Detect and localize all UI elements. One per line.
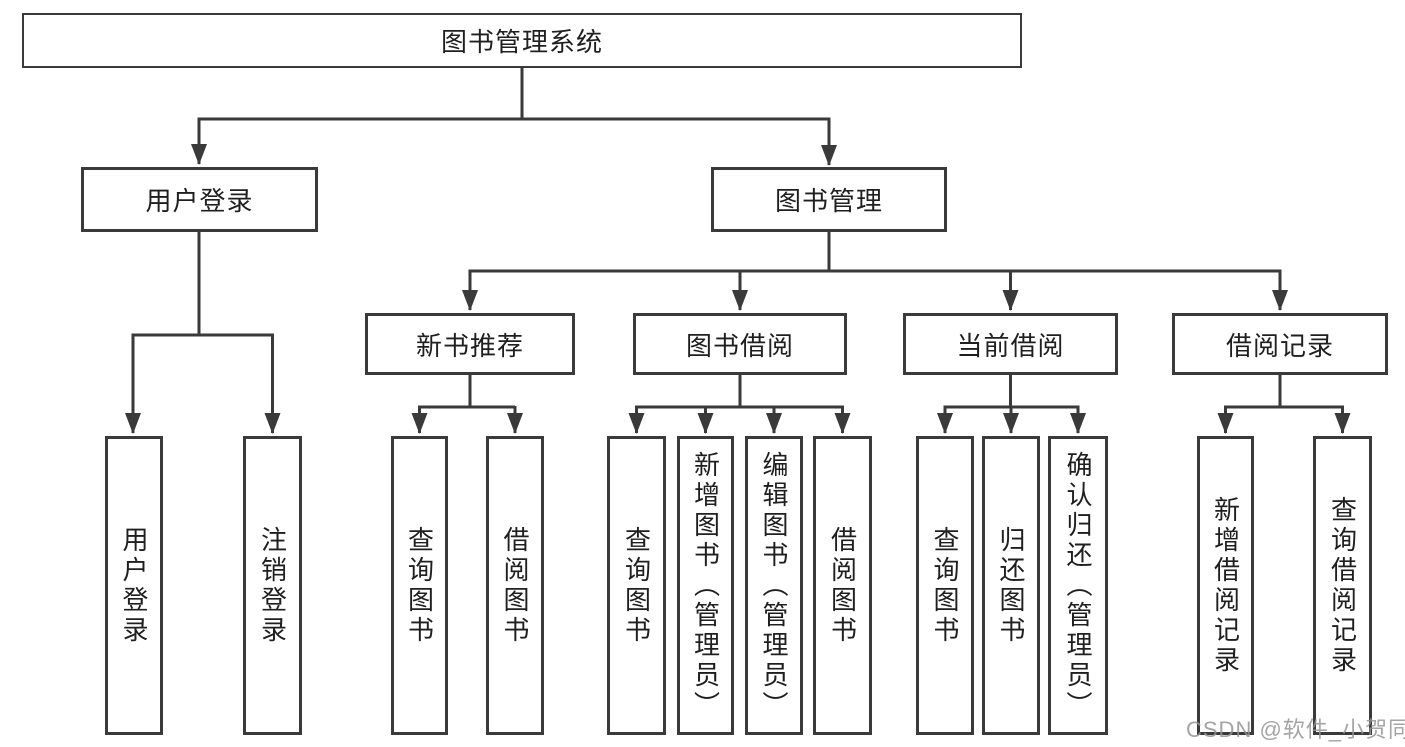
connector-current-borrow-to-leaves [937,375,1086,434]
leaf-user-login: 用户登录 [105,436,163,735]
node-borrowing-records: 借阅记录 [1172,313,1388,375]
node-book-management: 图书管理 [711,167,947,232]
node-label: 借阅图书 [827,525,858,646]
node-label: 用户登录 [145,186,254,216]
leaf-query-books-current: 查询图书 [916,436,974,735]
leaf-add-borrow-record: 新增借阅记录 [1197,436,1254,735]
node-label: 查询图书 [404,525,435,646]
node-label: 查询图书 [621,525,652,646]
node-label: 当前借阅 [956,330,1065,361]
node-label: 确认归还（管理员） [1063,450,1093,721]
connector-book-mgmt-to-level2 [462,232,1288,311]
node-current-borrowing: 当前借阅 [903,313,1118,375]
node-label: 用户登录 [119,525,149,646]
node-label: 编辑图书（管理员） [759,450,789,721]
connector-root-to-level1 [191,68,837,166]
watermark: CSDN @软件_小贺同学 [1186,717,1405,742]
leaf-query-borrow-record: 查询借阅记录 [1313,436,1372,735]
leaf-query-books-recommend: 查询图书 [391,436,448,735]
leaf-query-books-borrow: 查询图书 [607,436,666,735]
node-label: 借阅记录 [1225,330,1334,361]
connector-new-book-rec-to-leaves [411,375,523,434]
node-label: 查询图书 [930,525,960,646]
leaf-confirm-return-admin: 确认归还（管理员） [1048,436,1108,735]
node-library-management-system: 图书管理系统 [22,13,1022,68]
connector-user-login-to-leaves [125,232,281,434]
leaf-borrow-books-borrow: 借阅图书 [813,436,872,735]
node-label: 新书推荐 [415,330,524,361]
leaf-return-books: 归还图书 [982,436,1040,735]
node-label: 注销登录 [257,525,288,646]
node-label: 归还图书 [996,525,1026,646]
node-label: 借阅图书 [500,525,530,646]
leaf-borrow-books-recommend: 借阅图书 [486,436,544,735]
node-label: 查询借阅记录 [1327,495,1358,676]
connector-borrow-records-to-leaves [1217,375,1351,434]
node-book-borrowing: 图书借阅 [633,313,847,375]
leaf-add-books-admin: 新增图书（管理员） [677,436,734,735]
connector-book-borrow-to-leaves [628,375,851,434]
node-new-book-recommend: 新书推荐 [365,313,575,375]
node-label: 新增图书（管理员） [690,450,721,721]
node-label: 图书管理系统 [440,27,603,57]
leaf-edit-books-admin: 编辑图书（管理员） [745,436,803,735]
node-label: 图书管理 [774,186,883,216]
node-user-login: 用户登录 [81,167,318,232]
node-label: 新增借阅记录 [1210,495,1241,676]
node-label: 图书借阅 [685,330,794,361]
leaf-logout-login: 注销登录 [243,436,302,735]
